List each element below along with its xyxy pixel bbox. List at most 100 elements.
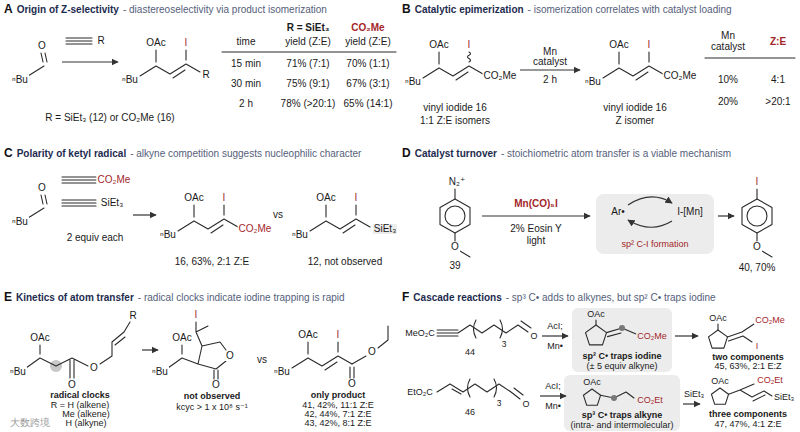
intermediate-box [564, 375, 680, 431]
chem-label: R = SiEt₃ [286, 23, 331, 33]
chem-label: I [194, 310, 199, 320]
chem-label: I [222, 193, 227, 203]
chem-label: SiEt₃ [373, 224, 397, 234]
chem-label: Z isomer [615, 116, 656, 126]
panel-title: Polarity of ketyl radical [17, 148, 127, 159]
chem-label: Me (alkene) [61, 410, 111, 419]
chem-label: O [529, 332, 538, 341]
chem-label: OAc [315, 193, 336, 203]
chem-label: (± 5 equiv alkyne) [586, 362, 659, 371]
chem-label: CO₂Et [636, 396, 664, 405]
chem-label: kcyc > 1 x 10⁸ s⁻¹ [175, 403, 248, 412]
cycle-arrow [628, 197, 672, 205]
reaction-arrow [482, 215, 590, 216]
chem-label: 20% [717, 97, 739, 107]
chem-label: I [755, 177, 760, 187]
chem-label: Mn(CO)₅I [513, 199, 558, 209]
chem-label: 2% Eosin Y [509, 224, 563, 234]
chem-label: >20:1 [764, 97, 791, 107]
repeat-brackets [474, 320, 503, 338]
chem-label: O [367, 347, 377, 357]
chem-label: I [755, 342, 760, 351]
chem-label: two components [711, 353, 785, 362]
chem-label: OAc [428, 40, 449, 50]
chem-label: vinyl iodide 16 [422, 103, 487, 113]
chem-label: 45, 63%, 2:1 E:Z [713, 362, 782, 371]
panel-letter: B [402, 2, 411, 16]
chem-label: light [526, 236, 546, 246]
chem-label: 3 [496, 399, 503, 408]
chem-label: O [37, 183, 47, 193]
chem-label: 39 [448, 261, 461, 271]
chem-label: Mn• [544, 402, 562, 411]
chem-label: 15 min [230, 59, 262, 69]
chem-label: ⁿBu [11, 75, 29, 85]
chem-label: O [225, 351, 235, 361]
alkyne-bonds [62, 177, 96, 206]
chem-label: 70% (1:1) [345, 59, 390, 69]
chem-label: O [450, 242, 460, 252]
chem-label: R = H (alkene) [50, 401, 110, 410]
chem-label: R [96, 36, 105, 46]
radical-dot [619, 325, 625, 331]
chem-label: O [347, 379, 357, 389]
chem-label: SiEt₃ [773, 393, 795, 402]
chem-label: 46 [464, 408, 476, 417]
chem-label: AcI; [546, 322, 564, 331]
panel-header: BCatalytic epimerization- isomerization … [402, 2, 796, 17]
chem-label: 41, 42%, 11:1 Z:E [301, 401, 374, 410]
chem-label: ⁿBu [9, 367, 27, 377]
panel-title: Origin of Z-selectivity [17, 4, 119, 15]
panel-title: Cascade reactions [413, 292, 501, 303]
panel-header: E Kinetics of atom transfer - radical cloc… [4, 290, 398, 305]
chem-label: CO₂Me [754, 316, 786, 325]
chem-label: vs [256, 355, 268, 365]
chem-label: ⁿBu [291, 230, 309, 240]
panel-header: CPolarity of ketyl radical- alkyne compe… [4, 146, 398, 161]
panel-letter: D [402, 146, 411, 160]
chem-label: OAc [297, 330, 318, 340]
chem-label: CO₂Me [350, 23, 385, 33]
product-bonds [729, 384, 772, 401]
chem-label: Ar• [610, 207, 626, 217]
reaction-arrow [142, 349, 158, 350]
reaction-arrow [683, 403, 700, 404]
enoate-aldehyde-bonds [437, 384, 523, 399]
chem-label: not observed [183, 392, 242, 401]
chem-label: 40, 70% [738, 263, 777, 273]
vinyl-iodide-bonds [140, 50, 200, 78]
panel-subtitle: - alkyne competition suggests nucleophil… [130, 148, 361, 159]
chem-label: OAc [183, 193, 204, 203]
vinyl-iodide-bonds [310, 205, 370, 233]
lactone-bonds [168, 322, 226, 379]
chem-label: CO₂Me [238, 224, 273, 234]
chem-label: 65% (14:1) [343, 99, 394, 109]
panel-subtitle: - diastereoselectivity via product isome… [123, 4, 327, 15]
chem-label: Mn [542, 47, 558, 57]
chem-label: radical clocks [49, 391, 111, 400]
reaction-arrow [542, 335, 568, 336]
panel-title: Catalytic epimerization [415, 4, 524, 15]
benzene-ring [440, 199, 470, 233]
vinyl-iodide-bonds [292, 342, 352, 370]
chem-label: MeO₂C [404, 329, 436, 338]
panel-title: Kinetics of atom transfer [16, 292, 134, 303]
panel-letter: E [4, 290, 12, 304]
alkyne-bond [66, 38, 92, 44]
chem-label: vinyl iodide 16 [602, 103, 667, 113]
panel-subtitle: - radical clocks indicate iodine trappin… [138, 292, 345, 303]
chem-label: catalyst [532, 57, 568, 67]
chem-label: catalyst [710, 42, 746, 52]
chem-label: OAc [608, 40, 629, 50]
reaction-arrow [62, 61, 118, 62]
table-rule [222, 51, 396, 52]
chem-label: time [236, 37, 257, 47]
reaction-arrow [675, 335, 698, 336]
chem-label: CO₂Me [636, 332, 668, 341]
chem-label: I [647, 40, 652, 50]
chem-label: O [67, 380, 77, 390]
chem-label: I [467, 40, 472, 50]
chem-label: ⁿBu [159, 230, 177, 240]
reaction-arrow [540, 395, 566, 396]
chem-label: ⁿBu [584, 77, 602, 87]
